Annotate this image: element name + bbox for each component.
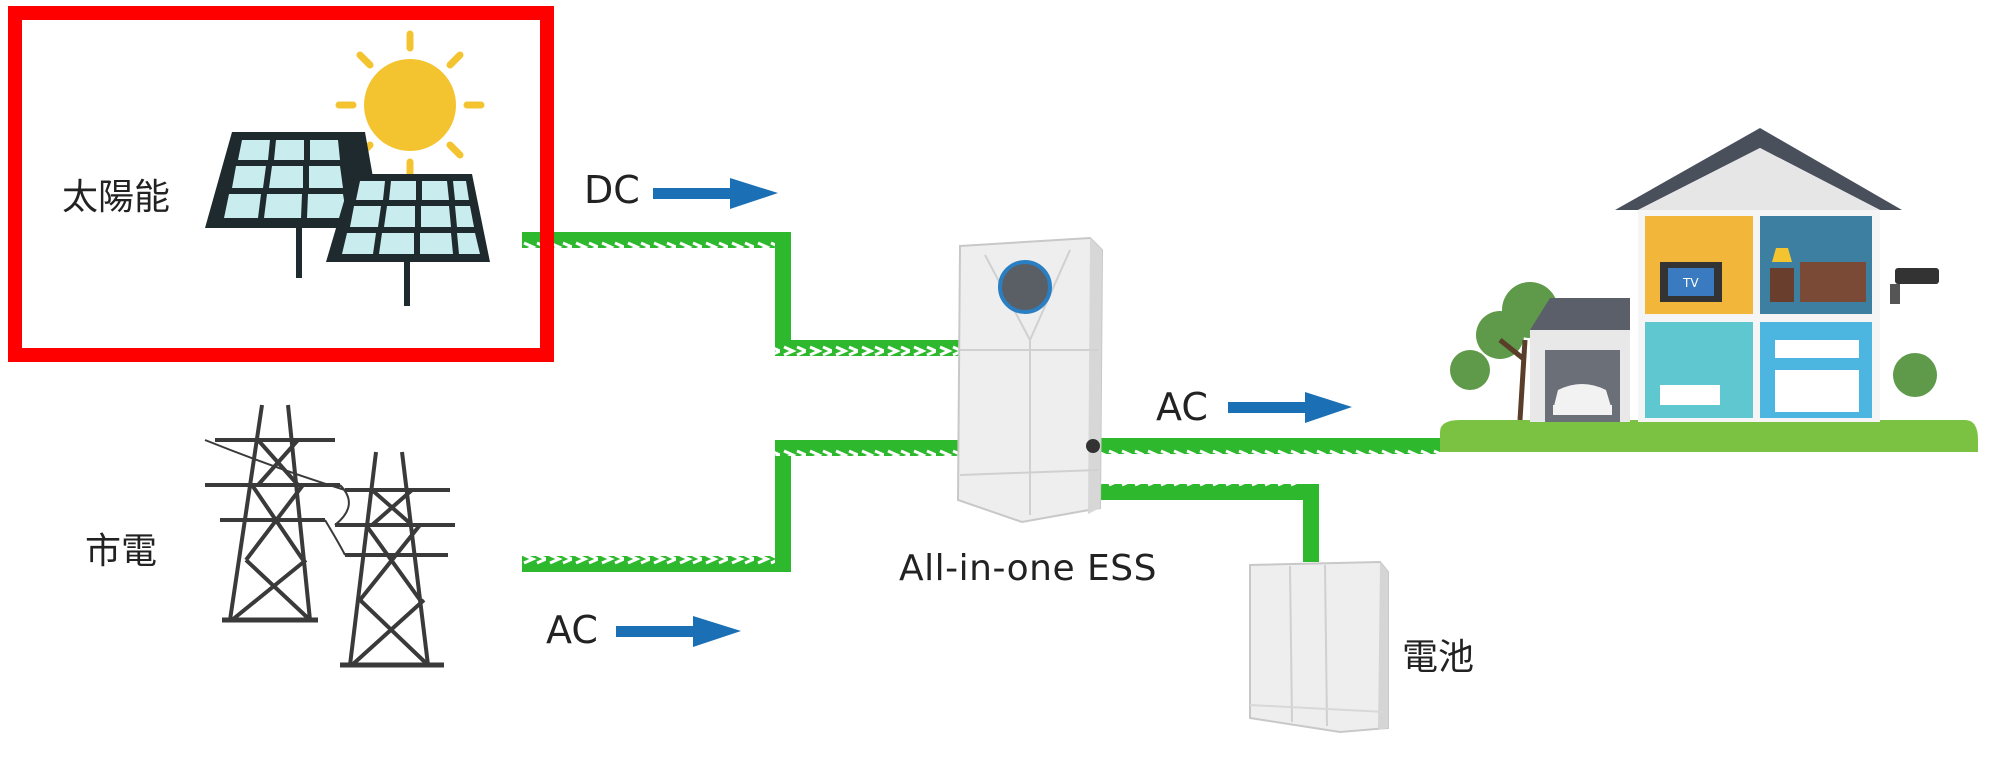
solar-highlight-frame xyxy=(8,6,554,362)
camera-icon xyxy=(1890,268,1939,304)
power-tower-icon xyxy=(204,404,455,668)
wire-grid-to-ess xyxy=(522,440,970,572)
battery-label: 電池 xyxy=(1402,637,1475,678)
wire-ess-to-home xyxy=(1100,438,1440,454)
sun-icon xyxy=(335,30,485,180)
solar-panel-icon xyxy=(205,132,490,306)
ess-label: All-in-one ESS xyxy=(899,548,1157,589)
tv-label: TV xyxy=(1682,276,1699,290)
house-icon: TV xyxy=(1440,128,1978,452)
arrow-dc-icon xyxy=(653,178,778,209)
arrow-ac-home-icon xyxy=(1228,392,1352,423)
wire-ess-to-battery xyxy=(1100,484,1319,562)
dc-flow-label: DC xyxy=(584,168,640,212)
grid-label: 市電 xyxy=(85,531,158,572)
ess-cabinet-icon xyxy=(956,236,1104,524)
ac-home-flow-label: AC xyxy=(1156,385,1208,429)
wire-solar-to-ess xyxy=(522,232,970,356)
car-icon xyxy=(1553,384,1612,415)
solar-label: 太陽能 xyxy=(62,177,171,218)
arrow-ac-grid-icon xyxy=(616,616,741,647)
battery-cabinet-icon xyxy=(1249,560,1389,734)
ac-grid-flow-label: AC xyxy=(546,608,598,652)
